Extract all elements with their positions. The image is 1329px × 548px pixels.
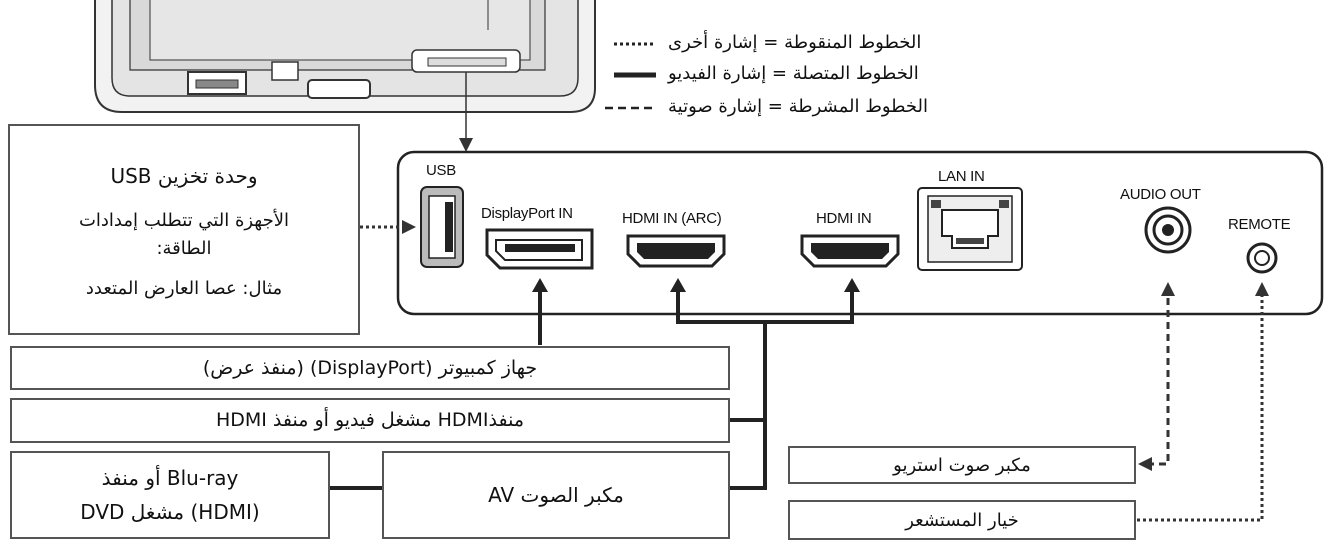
av-amplifier-label: مكبر الصوت AV — [488, 483, 624, 507]
bluray-box: Blu-ray أو منفذ (HDMI) مشغل DVD — [10, 451, 330, 539]
hdmi-player-box: منفذHDMI مشغل فيديو أو منفذ HDMI — [10, 398, 730, 443]
hdmi-arc-label: HDMI IN (ARC) — [622, 210, 722, 227]
hdmi-connections — [330, 290, 854, 490]
hdmi-label: HDMI IN — [816, 210, 872, 227]
connector-panel — [396, 150, 1324, 316]
usb-storage-box: وحدة تخزين USB الأجهزة التي تتطلب إمدادا… — [8, 124, 360, 335]
usb-storage-line2: الأجهزة التي تتطلب إمدادات — [78, 210, 290, 231]
legend-samples — [605, 42, 656, 110]
monitor-arrow — [459, 72, 473, 152]
displayport-icon — [485, 228, 594, 270]
monitor-bottom — [94, 0, 596, 113]
sensor-option-box: خيار المستشعر — [788, 500, 1136, 540]
sensor-option-label: خيار المستشعر — [905, 510, 1019, 531]
audio-out-jack-icon — [1144, 206, 1192, 254]
remote-jack-icon — [1246, 242, 1278, 274]
usb-storage-title: وحدة تخزين USB — [110, 164, 258, 188]
hdmi-port-icon — [800, 234, 900, 268]
usb-dotted-connection — [360, 220, 416, 234]
audio-dashed-connection — [1150, 298, 1170, 466]
bluray-label-line1: Blu-ray أو منفذ — [101, 466, 239, 490]
remote-label: REMOTE — [1228, 216, 1291, 233]
hdmi-player-label: منفذHDMI مشغل فيديو أو منفذ HDMI — [215, 409, 525, 431]
legend-dashed-label: الخطوط المشرطة = إشارة صوتية — [668, 96, 929, 117]
displayport-label: DisplayPort IN — [481, 205, 573, 222]
computer-box: جهاز كمبيوتر (DisplayPort) (منفذ عرض) — [10, 346, 730, 390]
usb-port-icon — [420, 186, 464, 268]
legend-solid-label: الخطوط المتصلة = إشارة الفيديو — [668, 63, 919, 84]
usb-port-label: USB — [426, 162, 456, 179]
bluray-label-line2: (HDMI) مشغل DVD — [80, 500, 260, 524]
remote-dotted-connection — [1136, 294, 1264, 522]
lan-port-icon — [917, 187, 1023, 271]
hdmi-arc-port-icon — [626, 234, 726, 268]
audio-out-label: AUDIO OUT — [1120, 186, 1201, 203]
av-amplifier-box: مكبر الصوت AV — [382, 451, 730, 539]
legend-dotted-label: الخطوط المنقوطة = إشارة أخرى — [668, 32, 922, 53]
computer-label: جهاز كمبيوتر (DisplayPort) (منفذ عرض) — [202, 357, 538, 379]
usb-storage-line3: الطاقة: — [156, 238, 212, 259]
usb-storage-line4: مثال: عصا العارض المتعدد — [85, 278, 283, 299]
stereo-amplifier-label: مكبر صوت استريو — [893, 455, 1031, 476]
stereo-amplifier-box: مكبر صوت استريو — [788, 446, 1136, 484]
lan-label: LAN IN — [938, 168, 985, 185]
